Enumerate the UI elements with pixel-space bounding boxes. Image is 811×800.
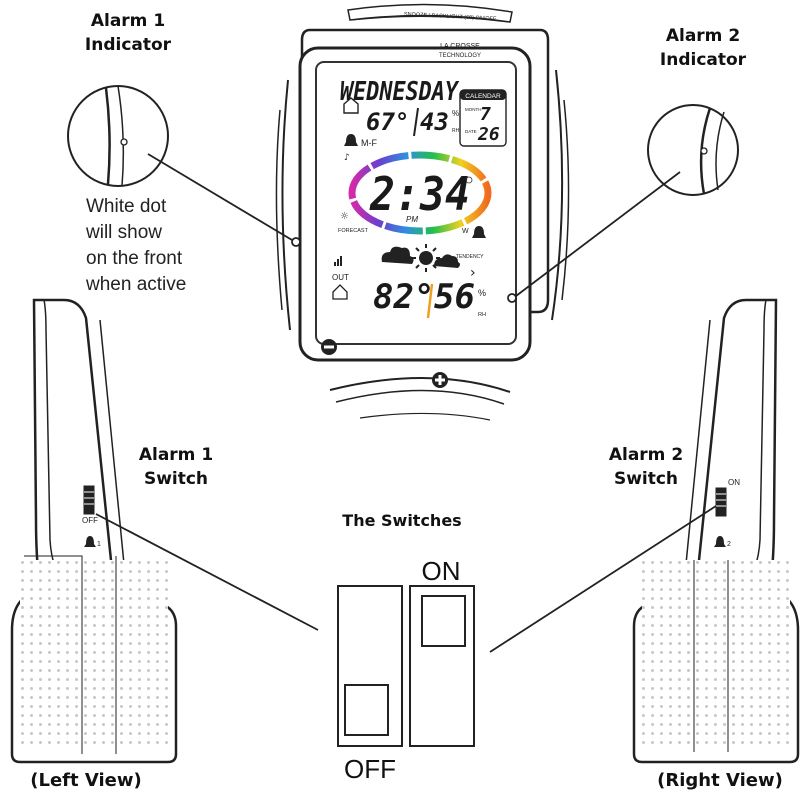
on-label: ON [422, 556, 461, 586]
left-alarm1-switch[interactable] [83, 485, 95, 515]
alarm2-indicator-label-line2: Indicator [660, 50, 747, 70]
outdoor-humidity: 56 [434, 277, 475, 317]
left-switch-off-label: OFF [82, 516, 98, 525]
brand-tagline: TECHNOLOGY [439, 53, 481, 59]
indoor-humidity-rh: RH [452, 128, 460, 134]
left-speaker-grille [20, 560, 168, 750]
date-label: DATE [465, 129, 477, 134]
pm-indicator: PM [406, 215, 418, 224]
partly-cloudy-icon [434, 254, 460, 268]
switch-off-position [337, 585, 403, 747]
alarm1-switch-label-line2: Switch [144, 469, 208, 489]
snooze-button[interactable]: SNOOZE / BACKLIGHT (60) ON/OFF [347, 3, 513, 23]
alarm1-switch-leader [95, 513, 319, 631]
out-label: OUT [332, 273, 349, 282]
calendar-box: CALENDAR MONTH 7 DATE 26 [459, 89, 507, 147]
tendency-label: TENDENCY [456, 254, 484, 260]
alarm1-switch-label-line1: Alarm 1 [139, 445, 213, 465]
alarm2-zoom-callout [515, 104, 739, 297]
right-alarm2-switch[interactable] [715, 487, 727, 517]
colour-ring [348, 151, 492, 235]
date-value: 26 [477, 124, 500, 145]
alarm2-switch-label-line1: Alarm 2 [609, 445, 683, 465]
alarm2-indicator-dot [507, 293, 517, 303]
left-alarm-number: 1 [97, 541, 101, 548]
right-view-caption: (Right View) [657, 770, 783, 791]
minus-button[interactable] [321, 339, 337, 355]
home-icon [343, 97, 359, 114]
white-dot-note-line4: when active [85, 274, 186, 295]
tendency-arrow-icon: › [470, 265, 476, 281]
month-value: 7 [480, 104, 491, 125]
outdoor-temperature: 82° [373, 277, 434, 317]
right-alarm-bell-icon [714, 536, 726, 547]
music-note-icon: ♪ [344, 153, 350, 163]
day-of-week: WEDNESDAY [340, 77, 460, 107]
white-dot-note-line1: White dot [86, 196, 167, 217]
alarm2-switch-leader [489, 505, 717, 653]
indoor-humidity-percent: % [452, 109, 459, 118]
left-side-view: OFF 1 [10, 298, 178, 764]
weather-station-front: SNOOZE / BACKLIGHT (60) ON/OFF LA CROSSE… [275, 3, 570, 421]
right-side-view: ON 2 [632, 298, 800, 764]
brand-name: LA CROSSE [440, 43, 480, 50]
alarm-days: M-F [361, 138, 377, 148]
w-label: W [462, 228, 469, 235]
switches-title: The Switches [342, 511, 461, 530]
outdoor-humidity-rh: RH [478, 312, 486, 318]
clock-time: 2:34 [369, 167, 470, 221]
outdoor-house-icon [332, 284, 348, 300]
sun-icon [412, 244, 440, 272]
white-dot-note-line3: on the front [86, 248, 183, 269]
left-view-caption: (Left View) [30, 770, 141, 791]
right-switch-on-label: ON [728, 478, 740, 487]
outdoor-humidity-percent: % [478, 288, 486, 298]
cloud-icon [381, 246, 414, 264]
calendar-badge: CALENDAR [465, 93, 501, 100]
alarm2-bell-icon [472, 226, 486, 238]
forecast-sun-small-icon: ☼ [340, 211, 349, 222]
alarm1-indicator-dot [291, 237, 301, 247]
outdoor-divider [426, 283, 434, 319]
forecast-label: FORECAST [338, 228, 369, 234]
white-dot-note-line2: will show [85, 222, 162, 243]
right-speaker-grille [642, 560, 790, 750]
snooze-button-label: SNOOZE / BACKLIGHT (60) ON/OFF [404, 12, 497, 23]
alarm2-indicator-label-line1: Alarm 2 [666, 26, 740, 46]
plus-button[interactable] [432, 372, 448, 388]
left-alarm-bell-icon [84, 536, 96, 547]
alarm1-indicator-label-line2: Indicator [85, 35, 172, 55]
alarm1-zoom-callout [67, 85, 293, 241]
signal-icon [334, 256, 342, 266]
off-label: OFF [344, 754, 396, 784]
alarm2-switch-label-line2: Switch [614, 469, 678, 489]
alarm-bell-icon [344, 134, 358, 146]
indoor-temperature: 67° [366, 108, 409, 136]
indoor-humidity: 43 [420, 108, 449, 136]
right-alarm-number: 2 [727, 541, 731, 548]
alarm1-indicator-label-line1: Alarm 1 [91, 11, 165, 31]
month-label: MONTH [465, 107, 482, 112]
switch-on-position [409, 585, 475, 747]
